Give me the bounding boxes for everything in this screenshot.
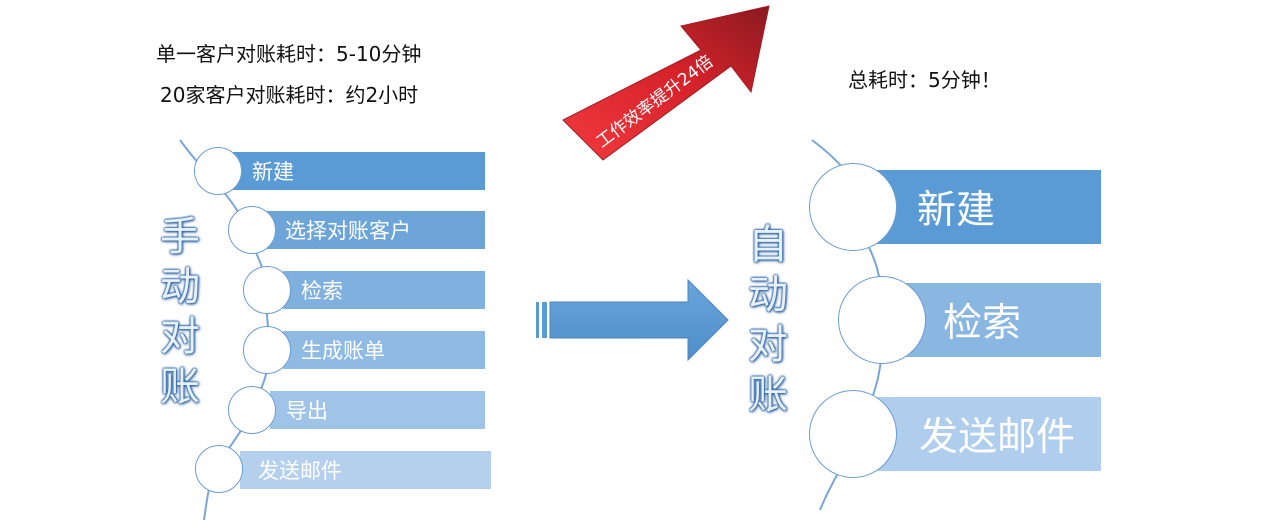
process-arrow-icon: [536, 278, 729, 362]
auto-step-label: 检索: [943, 301, 1022, 346]
manual-step-bar: 新建: [232, 152, 485, 190]
manual-batch-time: 20家客户对账耗时：约2小时: [160, 83, 419, 107]
auto-step-bar: 检索: [895, 283, 1101, 357]
manual-step-circle: [194, 147, 242, 195]
manual-step-circle: [228, 386, 276, 434]
auto-step-circle: [809, 163, 897, 251]
title-char: 对: [748, 322, 788, 368]
manual-single-time: 单一客户对账耗时：5-10分钟: [156, 42, 422, 66]
title-char: 手: [160, 214, 200, 260]
manual-step-bar: 导出: [270, 391, 485, 429]
manual-step-label: 选择对账客户: [285, 219, 411, 243]
manual-step-label: 导出: [286, 399, 328, 423]
title-char: 动: [160, 264, 200, 310]
auto-step-circle: [838, 276, 926, 364]
manual-step-bar: 选择对账客户: [265, 211, 485, 249]
auto-step-bar: 新建: [875, 170, 1101, 244]
manual-step-circle: [243, 266, 291, 314]
manual-step-bar: 检索: [283, 271, 485, 309]
title-char: 对: [160, 314, 200, 360]
manual-step-bar: 生成账单: [283, 331, 485, 369]
auto-step-label: 发送邮件: [919, 415, 1076, 460]
auto-step-circle: [809, 390, 897, 478]
manual-step-label: 新建: [252, 160, 294, 184]
auto-step-bar: 发送邮件: [875, 397, 1101, 471]
auto-step-label: 新建: [917, 188, 996, 233]
manual-step-circle: [228, 206, 276, 254]
manual-step-bar: 发送邮件: [240, 451, 491, 489]
manual-title: 手动对账: [150, 212, 210, 412]
manual-step-circle: [195, 445, 243, 493]
title-char: 自: [748, 222, 788, 268]
auto-total-time: 总耗时：5分钟！: [848, 68, 1001, 92]
auto-title: 自动对账: [738, 220, 798, 420]
title-char: 账: [160, 364, 200, 410]
manual-step-circle: [243, 326, 291, 374]
manual-step-label: 生成账单: [301, 339, 385, 363]
title-char: 账: [748, 372, 788, 418]
efficiency-arrow-icon: 工作效率提升24倍: [562, 5, 770, 161]
title-char: 动: [748, 272, 788, 318]
manual-step-label: 检索: [301, 279, 343, 303]
manual-step-label: 发送邮件: [258, 459, 342, 483]
